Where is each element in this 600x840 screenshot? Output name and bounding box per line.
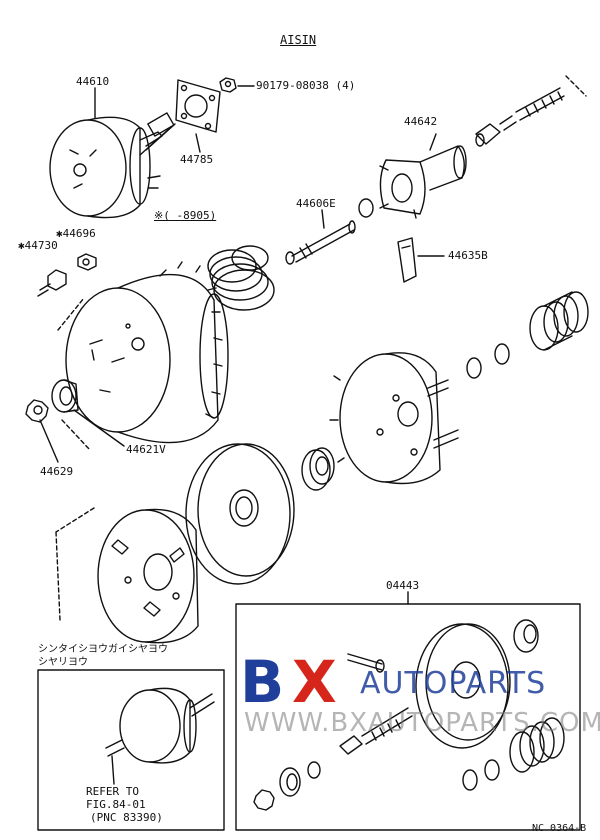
piston-seal	[301, 447, 335, 491]
push-rod	[475, 87, 565, 147]
leader-44621v	[73, 409, 125, 447]
bellows-boot	[529, 291, 589, 351]
leader-44606e	[321, 209, 325, 229]
axis-line-left	[57, 297, 91, 451]
watermark-logo-x: X	[292, 648, 337, 716]
key-44635b	[397, 237, 417, 283]
ring-small-b	[494, 343, 510, 365]
rod-44606e	[285, 220, 356, 265]
kit-boot	[509, 717, 565, 773]
retainer-44629	[25, 399, 49, 423]
label-04443: 04443	[386, 579, 420, 592]
kit-seal-44621v	[279, 767, 301, 797]
label-44635b: 44635B	[448, 249, 488, 262]
inset-booster	[105, 687, 215, 764]
kit-small-ring	[307, 761, 321, 779]
booster-assembly-44610	[49, 112, 176, 219]
diaphragm	[185, 443, 295, 585]
ring-small-a	[466, 357, 482, 379]
kit-seal-ring	[513, 619, 539, 653]
label-44696: ✱44696	[56, 227, 96, 240]
leader-44642	[429, 133, 437, 151]
watermark-logo-text: AUTOPARTS	[360, 666, 547, 701]
label-44621v: 44621V	[126, 443, 166, 456]
bolt-44730	[37, 269, 67, 297]
axis-line-top	[565, 75, 587, 97]
watermark-url: WWW.BXAUTOPARTS.COM	[244, 708, 600, 738]
piston-plate	[329, 352, 459, 485]
label-44785: 44785	[180, 153, 214, 166]
front-shell	[65, 261, 229, 444]
label-90179: 90179-08038 (4)	[256, 79, 356, 92]
nut-44696	[77, 253, 97, 271]
refer-line-2: FIG.84-01	[86, 798, 146, 811]
label-44606e: 44606E	[296, 197, 336, 210]
kit-ring-b	[484, 759, 500, 781]
watermark-logo-b: B	[240, 648, 285, 716]
inset-note-jp-2: シヤリヨウ	[38, 657, 88, 668]
rear-shell	[97, 508, 199, 644]
seal-ring	[358, 198, 374, 218]
kit-rod	[347, 653, 385, 673]
leader-44785	[195, 133, 201, 153]
label-44629: 44629	[40, 465, 74, 478]
refer-line-1: REFER TO	[86, 785, 139, 798]
axis-line-bottom-left	[55, 507, 95, 621]
kit-push-rod	[339, 707, 413, 755]
refer-line-3: (PNC 83390)	[90, 811, 163, 824]
diagram-code: NC 0364-B	[532, 823, 587, 834]
kit-diaphragm	[415, 623, 511, 749]
gasket-44785	[175, 79, 221, 133]
label-44642: 44642	[404, 115, 438, 128]
valve-body-44642	[379, 145, 467, 219]
seal-44621v	[51, 379, 79, 413]
kit-ring-a	[462, 769, 478, 791]
inset-note-jp-1: シンタイシヨウガイシヤヨウ	[38, 644, 168, 655]
brand-title: AISIN	[280, 33, 317, 47]
leader-44629	[39, 419, 59, 463]
label-44730: ✱44730	[18, 239, 58, 252]
date-range-note: ※( -8905)	[154, 209, 217, 222]
nut-90179	[219, 77, 237, 93]
label-44610: 44610	[76, 75, 110, 88]
leader-refer	[111, 755, 115, 785]
kit-retainer	[253, 789, 275, 811]
inset-box	[37, 669, 225, 831]
return-spring	[207, 245, 275, 311]
